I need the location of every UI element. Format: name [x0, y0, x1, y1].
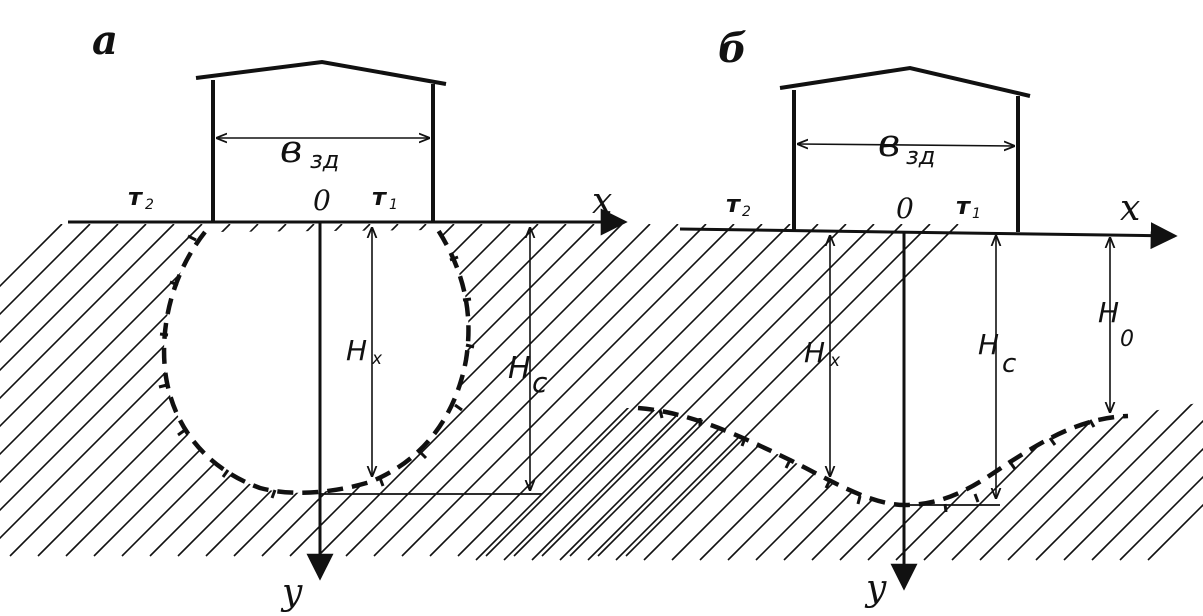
hatch-line [233, 223, 567, 557]
hc-sub-b: c [1002, 349, 1016, 379]
t1-label-a: т [372, 183, 388, 211]
hatch-line [1063, 419, 1203, 561]
t2-sub-b: 2 [742, 204, 751, 220]
hatch-line [531, 399, 693, 561]
thaw-boundary-a [161, 228, 471, 496]
hx-sub-a: x [371, 349, 383, 369]
t2-label-a: т [128, 183, 144, 211]
hatch-line [0, 223, 175, 400]
building-b [779, 65, 1031, 232]
hx-label-a: H [346, 334, 367, 367]
hatch-line [0, 223, 259, 484]
hatch-line [783, 399, 945, 561]
hx-sub-b: x [829, 351, 841, 371]
hatch-line [475, 399, 637, 561]
hatch-line [671, 399, 833, 561]
hatch-line [37, 223, 371, 557]
h0-sub-b: 0 [1120, 327, 1134, 352]
hatch-line [867, 399, 1029, 561]
t1-sub-a: 1 [389, 197, 398, 213]
hatch-line [755, 399, 917, 561]
hatch-line [429, 223, 763, 557]
panel-label-b: б [718, 25, 747, 72]
hatch-line [923, 399, 1085, 561]
hatch-line [1119, 475, 1203, 561]
building-a [195, 59, 447, 222]
hatch-line [811, 399, 973, 561]
t2-sub-a: 2 [145, 197, 154, 213]
hatch-line [149, 223, 483, 557]
hatch-line [0, 223, 119, 344]
building-width-sub-b: зд [906, 142, 935, 170]
hatch-line [1147, 503, 1203, 561]
hatch-line [0, 223, 315, 540]
hc-label-a: H [508, 351, 531, 386]
hx-label-b: H [804, 336, 825, 369]
hatch-line [485, 223, 819, 557]
x-axis-label-a: x [592, 181, 612, 222]
hatch-line [1035, 399, 1197, 561]
hatch-line [727, 399, 889, 561]
t1-sub-b: 1 [972, 206, 981, 222]
t1-label-b: т [956, 192, 972, 220]
hatch-line [895, 399, 1057, 561]
panel-a: а в зд 0 т 2 т 1 x y H x H c [0, 17, 959, 613]
building-width-label-a: в [280, 127, 302, 171]
hatch-line [1091, 447, 1203, 561]
hatch-line [373, 223, 707, 557]
hatch-line [0, 223, 203, 428]
hatch-line [261, 223, 595, 557]
hatch-line [643, 399, 805, 561]
hatch-line [979, 399, 1141, 561]
t2-label-b: т [726, 190, 742, 218]
hatch-line [0, 223, 231, 456]
hatch-line [0, 223, 147, 372]
hatch-line [177, 223, 511, 557]
origin-label-a: 0 [313, 184, 331, 217]
panel-b: б в зд 0 т 2 т 1 x y H x H c H 0 [475, 25, 1203, 609]
hatch-line [0, 223, 63, 288]
hatch-line [839, 399, 1001, 561]
hatch-line [317, 223, 651, 557]
hatch-line [541, 223, 875, 557]
y-axis-label-a: y [280, 572, 303, 613]
panel-label-a: а [92, 17, 118, 64]
ground-surface-b [679, 222, 1178, 250]
boundary-ticks-b [658, 409, 1096, 513]
building-width-dim-b [798, 144, 1014, 146]
x-axis-label-b: x [1120, 188, 1140, 229]
hc-sub-a: c [532, 366, 548, 399]
hatch-line [289, 223, 623, 557]
y-axis-label-b: y [864, 568, 887, 609]
building-width-sub-a: зд [310, 146, 339, 174]
hatch-line [0, 223, 287, 512]
hatch-line [1007, 399, 1169, 561]
boundary-ticks-a [158, 234, 475, 499]
hatch-line [559, 399, 721, 561]
origin-label-b: 0 [896, 192, 914, 225]
hatch-line [0, 223, 91, 316]
h0-label-b: H [1098, 296, 1119, 329]
hatch-line [457, 223, 791, 557]
hatch-line [65, 223, 399, 557]
hatch-line [401, 223, 735, 557]
hatch-line [9, 223, 343, 557]
hatch-line [597, 223, 931, 557]
hatch-line [93, 223, 427, 557]
hatch-line [951, 399, 1113, 561]
hatch-line [615, 399, 777, 561]
building-width-label-b: в [878, 121, 900, 165]
hatch-line [121, 223, 455, 557]
hatch-line [345, 223, 679, 557]
hatch-line [503, 399, 665, 561]
frozen-ground-hatch-a [0, 223, 959, 557]
hatch-line [569, 223, 903, 557]
hc-label-b: H [978, 328, 999, 361]
hatch-line [513, 223, 847, 557]
